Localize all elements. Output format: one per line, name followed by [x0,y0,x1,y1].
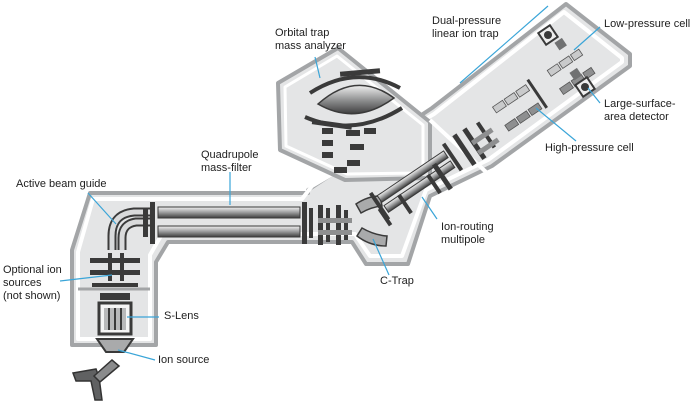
label-large-surface-line2: area detector [604,111,669,123]
label-active-beam-guide: Active beam guide [16,178,107,191]
s-lens [97,301,133,336]
label-quadrupole: Quadrupole mass-filter [201,149,259,175]
label-orbitrap-line2: mass analyzer [275,40,346,52]
trap-entrance-lenses [452,121,500,167]
label-c-trap-text: C-Trap [380,275,414,287]
label-dual-pressure: Dual-pressure linear ion trap [432,15,501,41]
instrument-housing [70,2,632,347]
label-s-lens-text: S-Lens [164,310,199,322]
label-dual-pressure-line2: linear ion trap [432,28,499,40]
leader-high-pressure [535,107,577,142]
transfer-lenses [318,205,352,245]
label-active-beam-guide-text: Active beam guide [16,178,107,190]
dual-pressure-linear-ion-trap [491,23,597,132]
quadrupole-mass-filter [143,202,313,244]
label-ion-source: Ion source [158,354,209,367]
label-s-lens: S-Lens [164,310,199,323]
leader-c-trap [372,238,390,276]
label-dual-pressure-line1: Dual-pressure [432,15,502,27]
label-ion-routing-line2: multipole [441,234,486,246]
leader-lines [59,5,601,361]
orbitrap-lenses [322,128,376,173]
label-low-pressure-cell-text: Low-pressure cell [604,18,691,30]
label-orbitrap: Orbital trap mass analyzer [275,27,346,53]
leader-low-pressure [573,26,601,51]
label-optional-ion-sources: Optional ion sources (not shown) [3,264,62,303]
trap-partition [428,118,488,174]
label-quadrupole-line1: Quadrupole [201,149,259,161]
label-ion-routing: Ion-routing multipole [441,221,494,247]
label-large-surface-detector: Large-surface- area detector [604,98,676,124]
leader-large-surface [587,87,601,104]
leader-orbitrap [314,56,321,79]
ion-routing-multipole [368,142,464,227]
active-beam-guide [107,207,150,250]
label-optional-line3: (not shown) [3,290,61,302]
large-surface-detector-bottom [569,67,597,99]
label-orbitrap-line1: Orbital trap [275,27,330,39]
orbital-trap [304,68,404,130]
label-c-trap: C-Trap [380,275,414,288]
leader-ion-routing [421,196,438,220]
label-large-surface-line1: Large-surface- [604,98,676,110]
label-high-pressure-cell: High-pressure cell [545,142,634,155]
label-ion-routing-line1: Ion-routing [441,221,494,233]
label-ion-source-text: Ion source [158,354,210,366]
label-quadrupole-line2: mass-filter [201,162,252,174]
high-pressure-cell [491,78,548,132]
low-pressure-cell [546,48,596,96]
leader-dual-pressure [459,5,549,84]
label-optional-line2: sources [3,277,42,289]
ion-source [71,338,135,401]
ion-lens-stack [90,253,140,300]
large-surface-detector-top [536,23,567,51]
leader-optional [59,274,113,282]
label-low-pressure-cell: Low-pressure cell [604,18,690,31]
label-optional-line1: Optional ion [3,264,62,276]
leader-ion-source [117,349,156,361]
leader-active-beam-guide [87,192,117,225]
label-high-pressure-cell-text: High-pressure cell [545,142,634,154]
